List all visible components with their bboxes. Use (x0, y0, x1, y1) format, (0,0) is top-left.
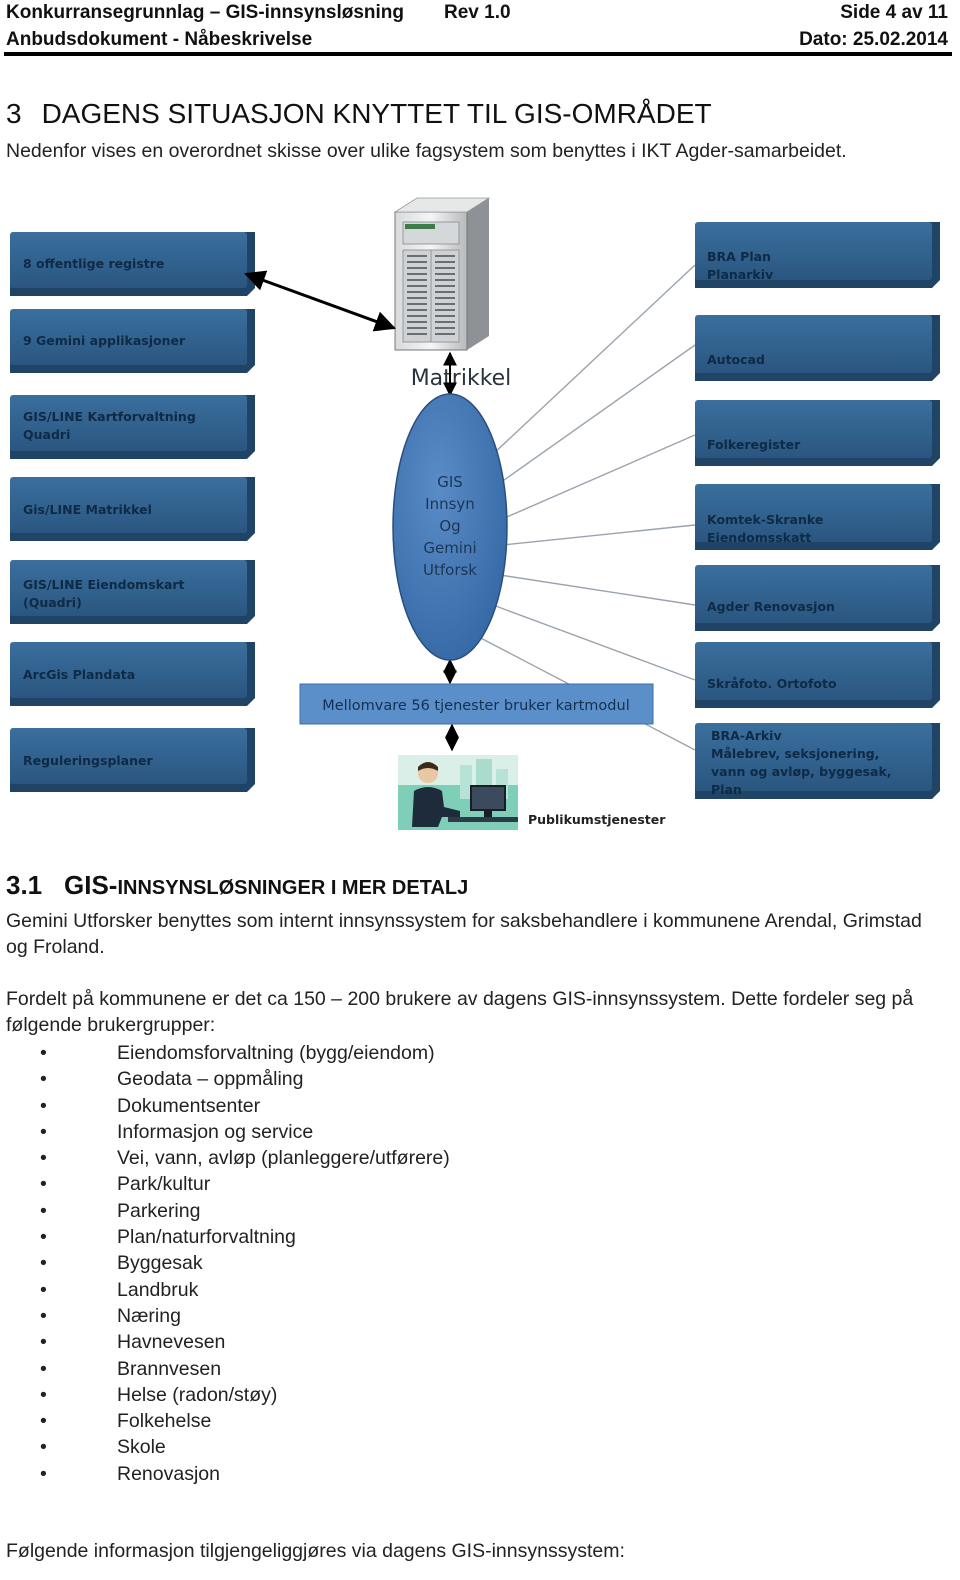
closing-text: Følgende informasjon tilgjengeliggjøres … (6, 1540, 625, 1562)
central-gis-ellipse (392, 393, 508, 661)
bullet-marker: • (40, 1173, 47, 1196)
section-title: DAGENS SITUASJON KNYTTET TIL GIS-OMRÅDET (41, 98, 712, 129)
user-group-label: Parkering (117, 1199, 201, 1222)
document-subtitle: Anbudsdokument - Nåbeskrivelse (6, 29, 313, 50)
section-3-heading: 3 DAGENS SITUASJON KNYTTET TIL GIS-OMRÅDE… (6, 98, 712, 130)
user-group-label: Informasjon og service (117, 1120, 314, 1143)
right-box-label: BRA-Arkiv (711, 728, 782, 743)
bullet-marker: • (40, 1410, 47, 1433)
left-box-label: ArcGis Plandata (23, 667, 135, 682)
user-group-label: Plan/naturforvaltning (117, 1226, 296, 1249)
left-box-label: (Quadri) (23, 595, 82, 610)
bullet-marker: • (40, 1068, 47, 1091)
left-box-label: GIS/LINE Eiendomskart (23, 577, 185, 592)
person-at-computer-icon (398, 755, 518, 830)
document-date: Dato: 25.02.2014 (799, 29, 948, 50)
central-line: Gemini (423, 539, 476, 557)
middleware-label: Mellomvare 56 tjenester bruker kartmodul (322, 698, 629, 714)
bullet-marker: • (40, 1226, 47, 1249)
bullet-marker: • (40, 1147, 47, 1170)
user-group-label: Byggesak (117, 1252, 203, 1275)
right-box-label: Folkeregister (707, 437, 801, 452)
left-box-label: 9 Gemini applikasjoner (23, 333, 186, 348)
central-line: Og (439, 517, 460, 535)
right-box-label: vann og avløp, byggesak, (711, 764, 892, 779)
central-line: Innsyn (425, 495, 475, 513)
connector-lines (474, 264, 696, 751)
bullet-marker: • (40, 1462, 47, 1485)
bullet-marker: • (40, 1304, 47, 1327)
user-group-label: Geodata – oppmåling (117, 1068, 304, 1091)
bullet-marker: • (40, 1436, 47, 1459)
right-box-label: BRA Plan (707, 249, 771, 264)
right-box-label: Plan (711, 782, 742, 797)
user-group-label: Brannvesen (117, 1357, 222, 1380)
user-group-label: Folkehelse (117, 1410, 212, 1433)
page-number: Side 4 av 11 (840, 2, 948, 23)
left-box-label: Gis/LINE Matrikkel (23, 502, 152, 517)
bullet-marker: • (40, 1199, 47, 1222)
right-box-label: Planarkiv (707, 267, 773, 282)
bullet-marker: • (40, 1252, 47, 1275)
right-box-label: Målebrev, seksjonering, (711, 746, 879, 761)
middleware-bar (299, 683, 654, 725)
header-rule (4, 52, 952, 56)
server-label: Matrikkel (411, 366, 512, 391)
section-title: INNSYNSLØSNINGER I MER DETALJ (117, 877, 469, 899)
bullet-marker: • (40, 1278, 47, 1301)
user-group-label: Vei, vann, avløp (planleggere/utførere) (117, 1147, 450, 1170)
user-group-label: Dokumentsenter (117, 1094, 261, 1117)
user-group-label: Park/kultur (117, 1173, 211, 1196)
right-box-label: Komtek-Skranke (707, 512, 823, 527)
right-box-label: Eiendomsskatt (707, 530, 811, 545)
left-box-label: GIS/LINE Kartforvaltning (23, 409, 196, 424)
user-group-label: Helse (radon/støy) (117, 1383, 278, 1406)
bullet-marker: • (40, 1094, 47, 1117)
bullet-marker: • (40, 1120, 47, 1143)
paragraph-users: Fordelt på kommunene er det ca 150 – 200… (6, 988, 914, 1036)
user-group-label: Eiendomsforvaltning (bygg/eiendom) (117, 1042, 435, 1064)
bullet-marker: • (40, 1331, 47, 1354)
user-group-label: Havnevesen (117, 1331, 226, 1354)
bullet-marker: • (40, 1357, 47, 1380)
section-title-initial: GIS- (64, 870, 118, 900)
right-box-label: Agder Renovasjon (707, 599, 835, 614)
left-system-boxes: 8 offentlige registre 9 Gemini applikasj… (10, 232, 255, 792)
user-group-label: Landbruk (117, 1278, 199, 1301)
document-title: Konkurransegrunnlag – GIS-innsynsløsning (6, 2, 404, 23)
section-number: 3.1 (6, 870, 43, 900)
central-line: Utforsk (423, 561, 477, 579)
user-group-label: Næring (117, 1304, 181, 1327)
bullet-marker: • (40, 1383, 47, 1406)
user-group-label: Skole (117, 1436, 166, 1459)
section-3-1-heading: 3.1 GIS-INNSYNSLØSNINGER I MER DETALJ (6, 870, 468, 901)
arrows (244, 270, 459, 752)
paragraph-gemini: Gemini Utforsker benyttes som internt in… (6, 910, 922, 958)
section-3-intro: Nedenfor vises en overordnet skisse over… (6, 140, 847, 162)
left-box-label: 8 offentlige registre (23, 256, 164, 271)
public-services-label: Publikumstjenester (528, 812, 666, 827)
left-box-label: Quadri (23, 427, 70, 442)
server-icon (393, 197, 491, 351)
user-group-label: Renovasjon (117, 1462, 220, 1485)
left-box-label: Reguleringsplaner (23, 753, 153, 768)
right-box-label: Skråfoto. Ortofoto (707, 676, 837, 691)
revision: Rev 1.0 (444, 2, 511, 23)
central-label: GIS Innsyn Og Gemini Utforsk (423, 473, 477, 579)
section-number: 3 (6, 98, 22, 129)
right-system-boxes: BRA Plan Planarkiv Autocad Folkeregister… (695, 222, 940, 799)
right-box-label: Autocad (707, 352, 765, 367)
bullet-marker: • (40, 1042, 47, 1064)
system-overview-diagram: 8 offentlige registre 9 Gemini applikasj… (10, 197, 940, 830)
central-line: GIS (437, 473, 463, 491)
